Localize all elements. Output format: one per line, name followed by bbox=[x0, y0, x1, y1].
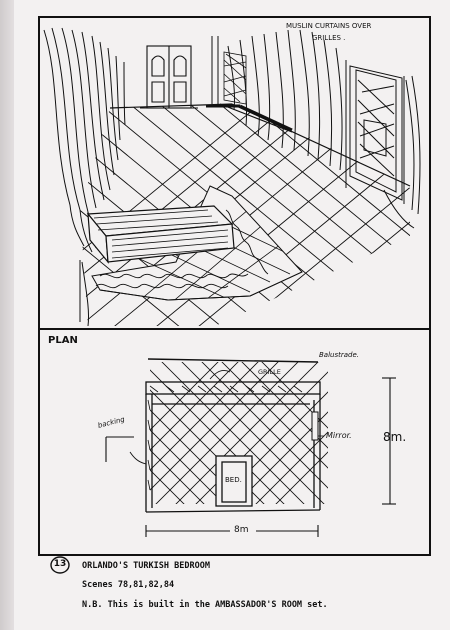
back-double-door bbox=[140, 45, 198, 109]
divan-platform bbox=[86, 205, 235, 264]
plan-heading: PLAN bbox=[48, 335, 78, 346]
scene-list: Scenes 78,81,82,84 bbox=[82, 580, 175, 590]
bed-outline bbox=[215, 455, 253, 507]
width-dimension-line bbox=[145, 525, 319, 537]
frame-divider bbox=[38, 328, 431, 330]
width-dimension-label: 8m bbox=[234, 525, 249, 535]
mirror-label: Mirror. bbox=[326, 431, 352, 440]
sketch-annotation: MUSLIN CURTAINS OVER GRILLES . bbox=[286, 20, 371, 44]
page-binding-edge bbox=[0, 0, 14, 630]
drawing-frame bbox=[38, 16, 431, 556]
height-dimension-label: 8m. bbox=[383, 430, 407, 444]
annotation-line-2: GRILLES . bbox=[311, 34, 346, 42]
bed-label: BED. bbox=[225, 476, 242, 484]
floor-edges bbox=[109, 103, 411, 187]
grille-label: GRILLE bbox=[258, 368, 281, 376]
balustrade-label: Balustrade. bbox=[319, 351, 360, 359]
mirror-panel bbox=[311, 411, 319, 441]
build-note: N.B. This is built in the AMBASSADOR'S R… bbox=[82, 600, 328, 610]
right-grille-window bbox=[345, 60, 421, 229]
carpet-border-pattern bbox=[95, 209, 303, 301]
left-back-grille bbox=[223, 51, 247, 105]
backing-marker bbox=[105, 436, 134, 462]
balustrade-line bbox=[147, 358, 319, 363]
plan-tile-grid bbox=[150, 362, 328, 504]
drawing-number: 13 bbox=[53, 559, 67, 569]
left-curtain-drape bbox=[43, 27, 126, 253]
height-dimension-line bbox=[382, 377, 396, 505]
drawing-title: ORLANDO'S TURKISH BEDROOM bbox=[82, 561, 210, 571]
annotation-line-1: MUSLIN CURTAINS OVER bbox=[286, 22, 372, 30]
